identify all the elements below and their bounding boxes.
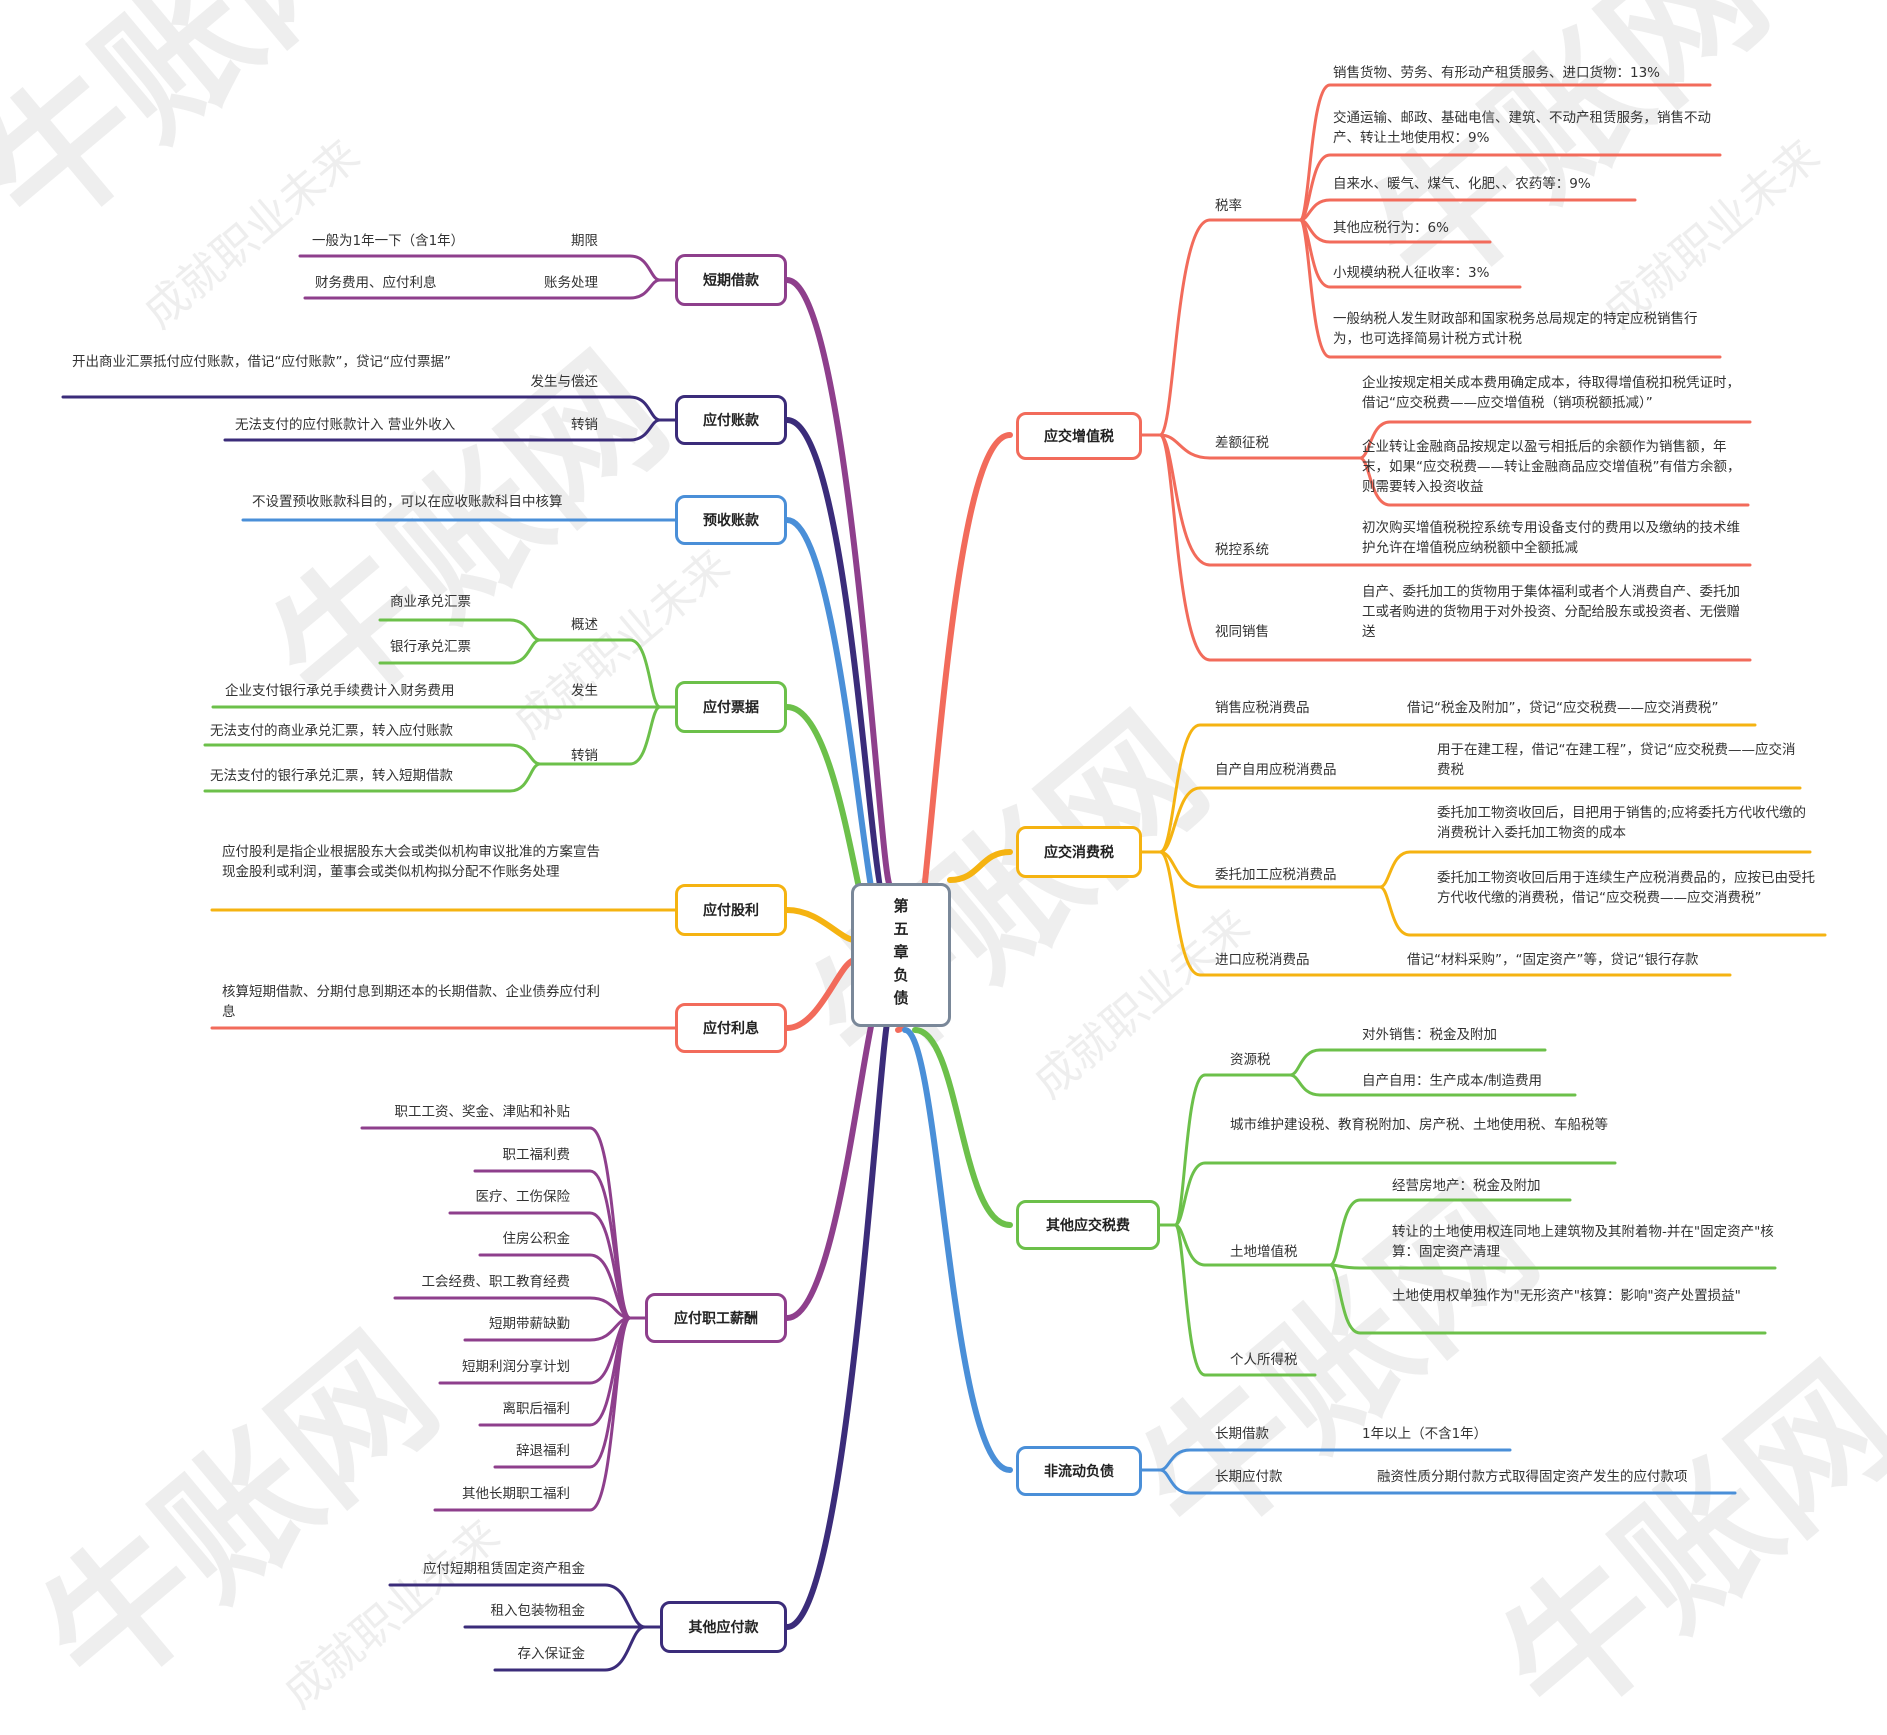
payable-writeoff-text: 无法支付的应付账款计入 营业外收入 bbox=[235, 417, 456, 433]
payable-occur-label: 发生与偿还 bbox=[530, 374, 599, 390]
other-payable-item: 应付短期租赁固定资产租金 bbox=[423, 1561, 585, 1577]
notes-overview-label: 概述 bbox=[571, 617, 598, 633]
other-payable-item: 租入包装物租金 bbox=[490, 1603, 586, 1619]
short-loan-account-label: 账务处理 bbox=[544, 275, 598, 291]
connector-consumption bbox=[947, 849, 1013, 883]
connector-advance bbox=[784, 517, 883, 923]
salary-item: 工会经费、职工教育经费 bbox=[421, 1274, 571, 1290]
branch-notes[interactable]: 应付票据 bbox=[675, 681, 787, 733]
salary-item: 住房公积金 bbox=[502, 1231, 571, 1247]
branch-advance[interactable]: 预收账款 bbox=[675, 495, 787, 545]
salary-item: 辞退福利 bbox=[516, 1443, 570, 1459]
other-resource-item: 对外销售：税金及附加 bbox=[1362, 1027, 1497, 1043]
vat-rate-item: 一般纳税人发生财政部和国家税务总局规定的特定应税销售行为，也可选择简易计税方式计… bbox=[1333, 311, 1698, 347]
short-loan-term-label: 期限 bbox=[571, 233, 598, 249]
connector-interest bbox=[784, 957, 858, 1031]
branch-payable[interactable]: 应付账款 bbox=[675, 395, 787, 445]
payable-occur-text: 开出商业汇票抵付应付账款，借记“应付账款”，贷记“应付票据” bbox=[72, 354, 451, 370]
salary-item: 医疗、工伤保险 bbox=[475, 1189, 571, 1205]
salary-item: 短期利润分享计划 bbox=[462, 1359, 570, 1375]
connector-noncurrent bbox=[902, 1027, 1013, 1473]
other-resource-item: 自产自用：生产成本/制造费用 bbox=[1362, 1073, 1543, 1089]
connector-short-loan bbox=[784, 277, 893, 888]
vat-diff-label: 差额征税 bbox=[1215, 435, 1269, 451]
vat-rate-item: 小规模纳税人征收率：3% bbox=[1333, 265, 1490, 281]
notes-occur-text: 企业支付银行承兑手续费计入财务费用 bbox=[225, 683, 455, 699]
salary-item: 职工福利费 bbox=[502, 1147, 571, 1163]
other-personal-label: 个人所得税 bbox=[1230, 1352, 1298, 1368]
other-landvat-item: 转让的土地使用权连同地上建筑物及其附着物-并在"固定资产"核算：固定资产清理 bbox=[1392, 1224, 1774, 1260]
connector-payable bbox=[784, 417, 888, 903]
notes-occur-label: 发生 bbox=[571, 683, 598, 699]
branch-consumption[interactable]: 应交消费税 bbox=[1016, 826, 1142, 878]
vat-diff-item: 企业转让金融商品按规定以盈亏相抵后的余额作为销售额，年末，如果“应交税费——转让… bbox=[1362, 439, 1741, 495]
connector-other-payable bbox=[784, 1007, 893, 1630]
connector-other-tax bbox=[912, 1027, 1013, 1228]
branch-vat[interactable]: 应交增值税 bbox=[1016, 412, 1142, 460]
interest-text: 核算短期借款、分期付息到期还本的长期借款、企业债券应付利息 bbox=[222, 984, 600, 1020]
vat-deemed-text: 自产、委托加工的货物用于集体福利或者个人消费自产、委托加工或者购进的货物用于对外… bbox=[1362, 584, 1740, 640]
branch-noncurrent[interactable]: 非流动负债 bbox=[1016, 1446, 1142, 1496]
vat-rate-item: 交通运输、邮政、基础电信、建筑、不动产租赁服务，销售不动产、转让土地使用权：9% bbox=[1333, 110, 1711, 146]
consumption-sale-label: 销售应税消费品 bbox=[1215, 700, 1310, 716]
vat-rate-item: 自来水、暖气、煤气、化肥、、农药等：9% bbox=[1333, 176, 1591, 192]
central-topic[interactable]: 第五章负债 bbox=[851, 883, 951, 1027]
connector-dividends bbox=[784, 907, 858, 943]
branch-interest[interactable]: 应付利息 bbox=[675, 1003, 787, 1053]
other-landvat-item: 土地使用权单独作为"无形资产"核算：影响"资产处置损益" bbox=[1392, 1288, 1741, 1304]
vat-tax-rate-label: 税率 bbox=[1215, 198, 1242, 214]
salary-item: 其他长期职工福利 bbox=[462, 1486, 570, 1502]
consumption-import-label: 进口应税消费品 bbox=[1215, 952, 1310, 968]
branch-salary[interactable]: 应付职工薪酬 bbox=[645, 1293, 787, 1343]
notes-writeoff-item: 无法支付的银行承兑汇票，转入短期借款 bbox=[210, 768, 453, 784]
vat-deemed-label: 视同销售 bbox=[1215, 624, 1269, 640]
noncurrent-longloan-label: 长期借款 bbox=[1215, 1426, 1269, 1442]
other-landvat-item: 经营房地产：税金及附加 bbox=[1392, 1178, 1541, 1194]
consumption-selfuse-label: 自产自用应税消费品 bbox=[1215, 762, 1337, 778]
notes-overview-item: 银行承兑汇票 bbox=[390, 639, 471, 655]
notes-overview-item: 商业承兑汇票 bbox=[390, 594, 471, 610]
branch-short-loan[interactable]: 短期借款 bbox=[675, 254, 787, 306]
other-city-text: 城市维护建设税、教育税附加、房产税、土地使用税、车船税等 bbox=[1230, 1117, 1608, 1133]
salary-item: 短期带薪缺勤 bbox=[489, 1316, 570, 1332]
payable-writeoff-label: 转销 bbox=[571, 417, 598, 433]
noncurrent-longloan-text: 1年以上（不含1年） bbox=[1362, 1426, 1488, 1442]
short-loan-account-text: 财务费用、应付利息 bbox=[315, 275, 437, 291]
noncurrent-longpayable-label: 长期应付款 bbox=[1215, 1469, 1283, 1485]
branch-other-tax[interactable]: 其他应交税费 bbox=[1016, 1200, 1160, 1250]
vat-rate-item: 销售货物、劳务、有形动产租赁服务、进口货物：13% bbox=[1333, 65, 1661, 81]
consumption-sale-text: 借记“税金及附加”，贷记“应交税费——应交消费税” bbox=[1407, 700, 1719, 716]
vat-control-text: 初次购买增值税税控系统专用设备支付的费用以及缴纳的技术维护允许在增值税应纳税额中… bbox=[1362, 520, 1740, 556]
consumption-entrusted-item: 委托加工物资收回后用于连续生产应税消费品的，应按已由受托方代收代缴的消费税，借记… bbox=[1437, 870, 1815, 906]
vat-diff-item: 企业按规定相关成本费用确定成本，待取得增值税扣税凭证时，借记“应交税费——应交增… bbox=[1362, 375, 1740, 411]
consumption-selfuse-text: 用于在建工程，借记“在建工程”，贷记“应交税费——应交消费税 bbox=[1437, 742, 1796, 778]
vat-rate-item: 其他应税行为：6% bbox=[1333, 220, 1449, 236]
advance-text: 不设置预收账款科目的，可以在应收账款科目中核算 bbox=[252, 494, 563, 510]
branch-dividends[interactable]: 应付股利 bbox=[675, 884, 787, 936]
other-resource-label: 资源税 bbox=[1230, 1052, 1271, 1068]
branch-other-payable[interactable]: 其他应付款 bbox=[660, 1601, 787, 1653]
notes-writeoff-label: 转销 bbox=[571, 748, 598, 764]
other-landvat-label: 土地增值税 bbox=[1230, 1244, 1298, 1260]
other-payable-item: 存入保证金 bbox=[517, 1646, 586, 1662]
consumption-entrusted-item: 委托加工物资收回后，目把用于销售的;应将委托方代收代缴的消费税计入委托加工物资的… bbox=[1437, 805, 1807, 841]
noncurrent-longpayable-text: 融资性质分期付款方式取得固定资产发生的应付款项 bbox=[1377, 1469, 1688, 1485]
vat-control-label: 税控系统 bbox=[1215, 542, 1269, 558]
notes-writeoff-item: 无法支付的商业承兑汇票，转入应付账款 bbox=[210, 723, 453, 739]
dividends-text: 应付股利是指企业根据股东大会或类似机构审议批准的方案宣告现金股利或利润，董事会或… bbox=[222, 844, 600, 880]
consumption-entrusted-label: 委托加工应税消费品 bbox=[1215, 867, 1337, 883]
consumption-import-text: 借记“材料采购”，“固定资产”等，贷记“银行存款 bbox=[1407, 952, 1699, 968]
salary-item: 离职后福利 bbox=[502, 1401, 571, 1417]
salary-item: 职工工资、奖金、津贴和补贴 bbox=[394, 1104, 571, 1120]
short-loan-term-text: 一般为1年一下（含1年） bbox=[312, 233, 465, 249]
